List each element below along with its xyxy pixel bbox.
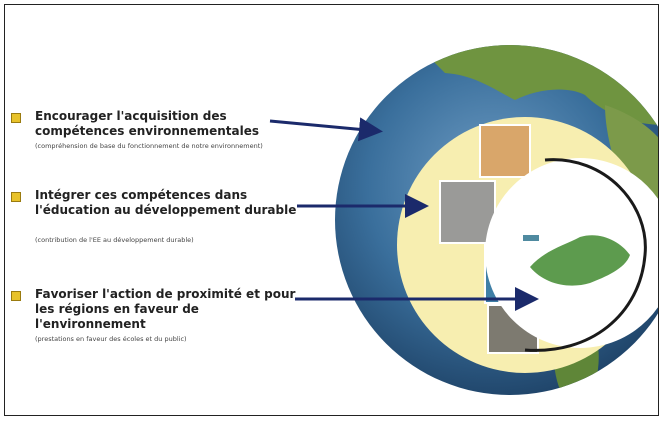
map-region-icon	[530, 235, 630, 286]
point-3-title: Favoriser l'action de proximité et pour …	[35, 287, 296, 331]
photo-industry	[479, 124, 531, 178]
globe-diagram	[269, 45, 658, 395]
point-3-subtitle: (prestations en faveur des écoles et du …	[35, 335, 187, 343]
swirl-stroke	[524, 158, 647, 352]
bullet-square-icon	[11, 113, 21, 123]
point-2-title: Intégrer ces compétences dans l'éducatio…	[35, 188, 297, 217]
point-1-title: Encourager l'acquisition des compétences…	[35, 109, 259, 138]
photo-chimneys	[439, 180, 496, 244]
point-2-subtitle: (contribution de l'EE au développement d…	[35, 236, 194, 244]
bullet-square-icon	[11, 291, 21, 301]
slide-frame: Encourager l'acquisition des compétences…	[4, 4, 659, 416]
map-legend-icon	[523, 235, 539, 241]
bullet-square-icon	[11, 192, 21, 202]
arrow-1	[269, 117, 383, 142]
point-1-subtitle: (compréhension de base du fonctionnement…	[35, 142, 263, 150]
